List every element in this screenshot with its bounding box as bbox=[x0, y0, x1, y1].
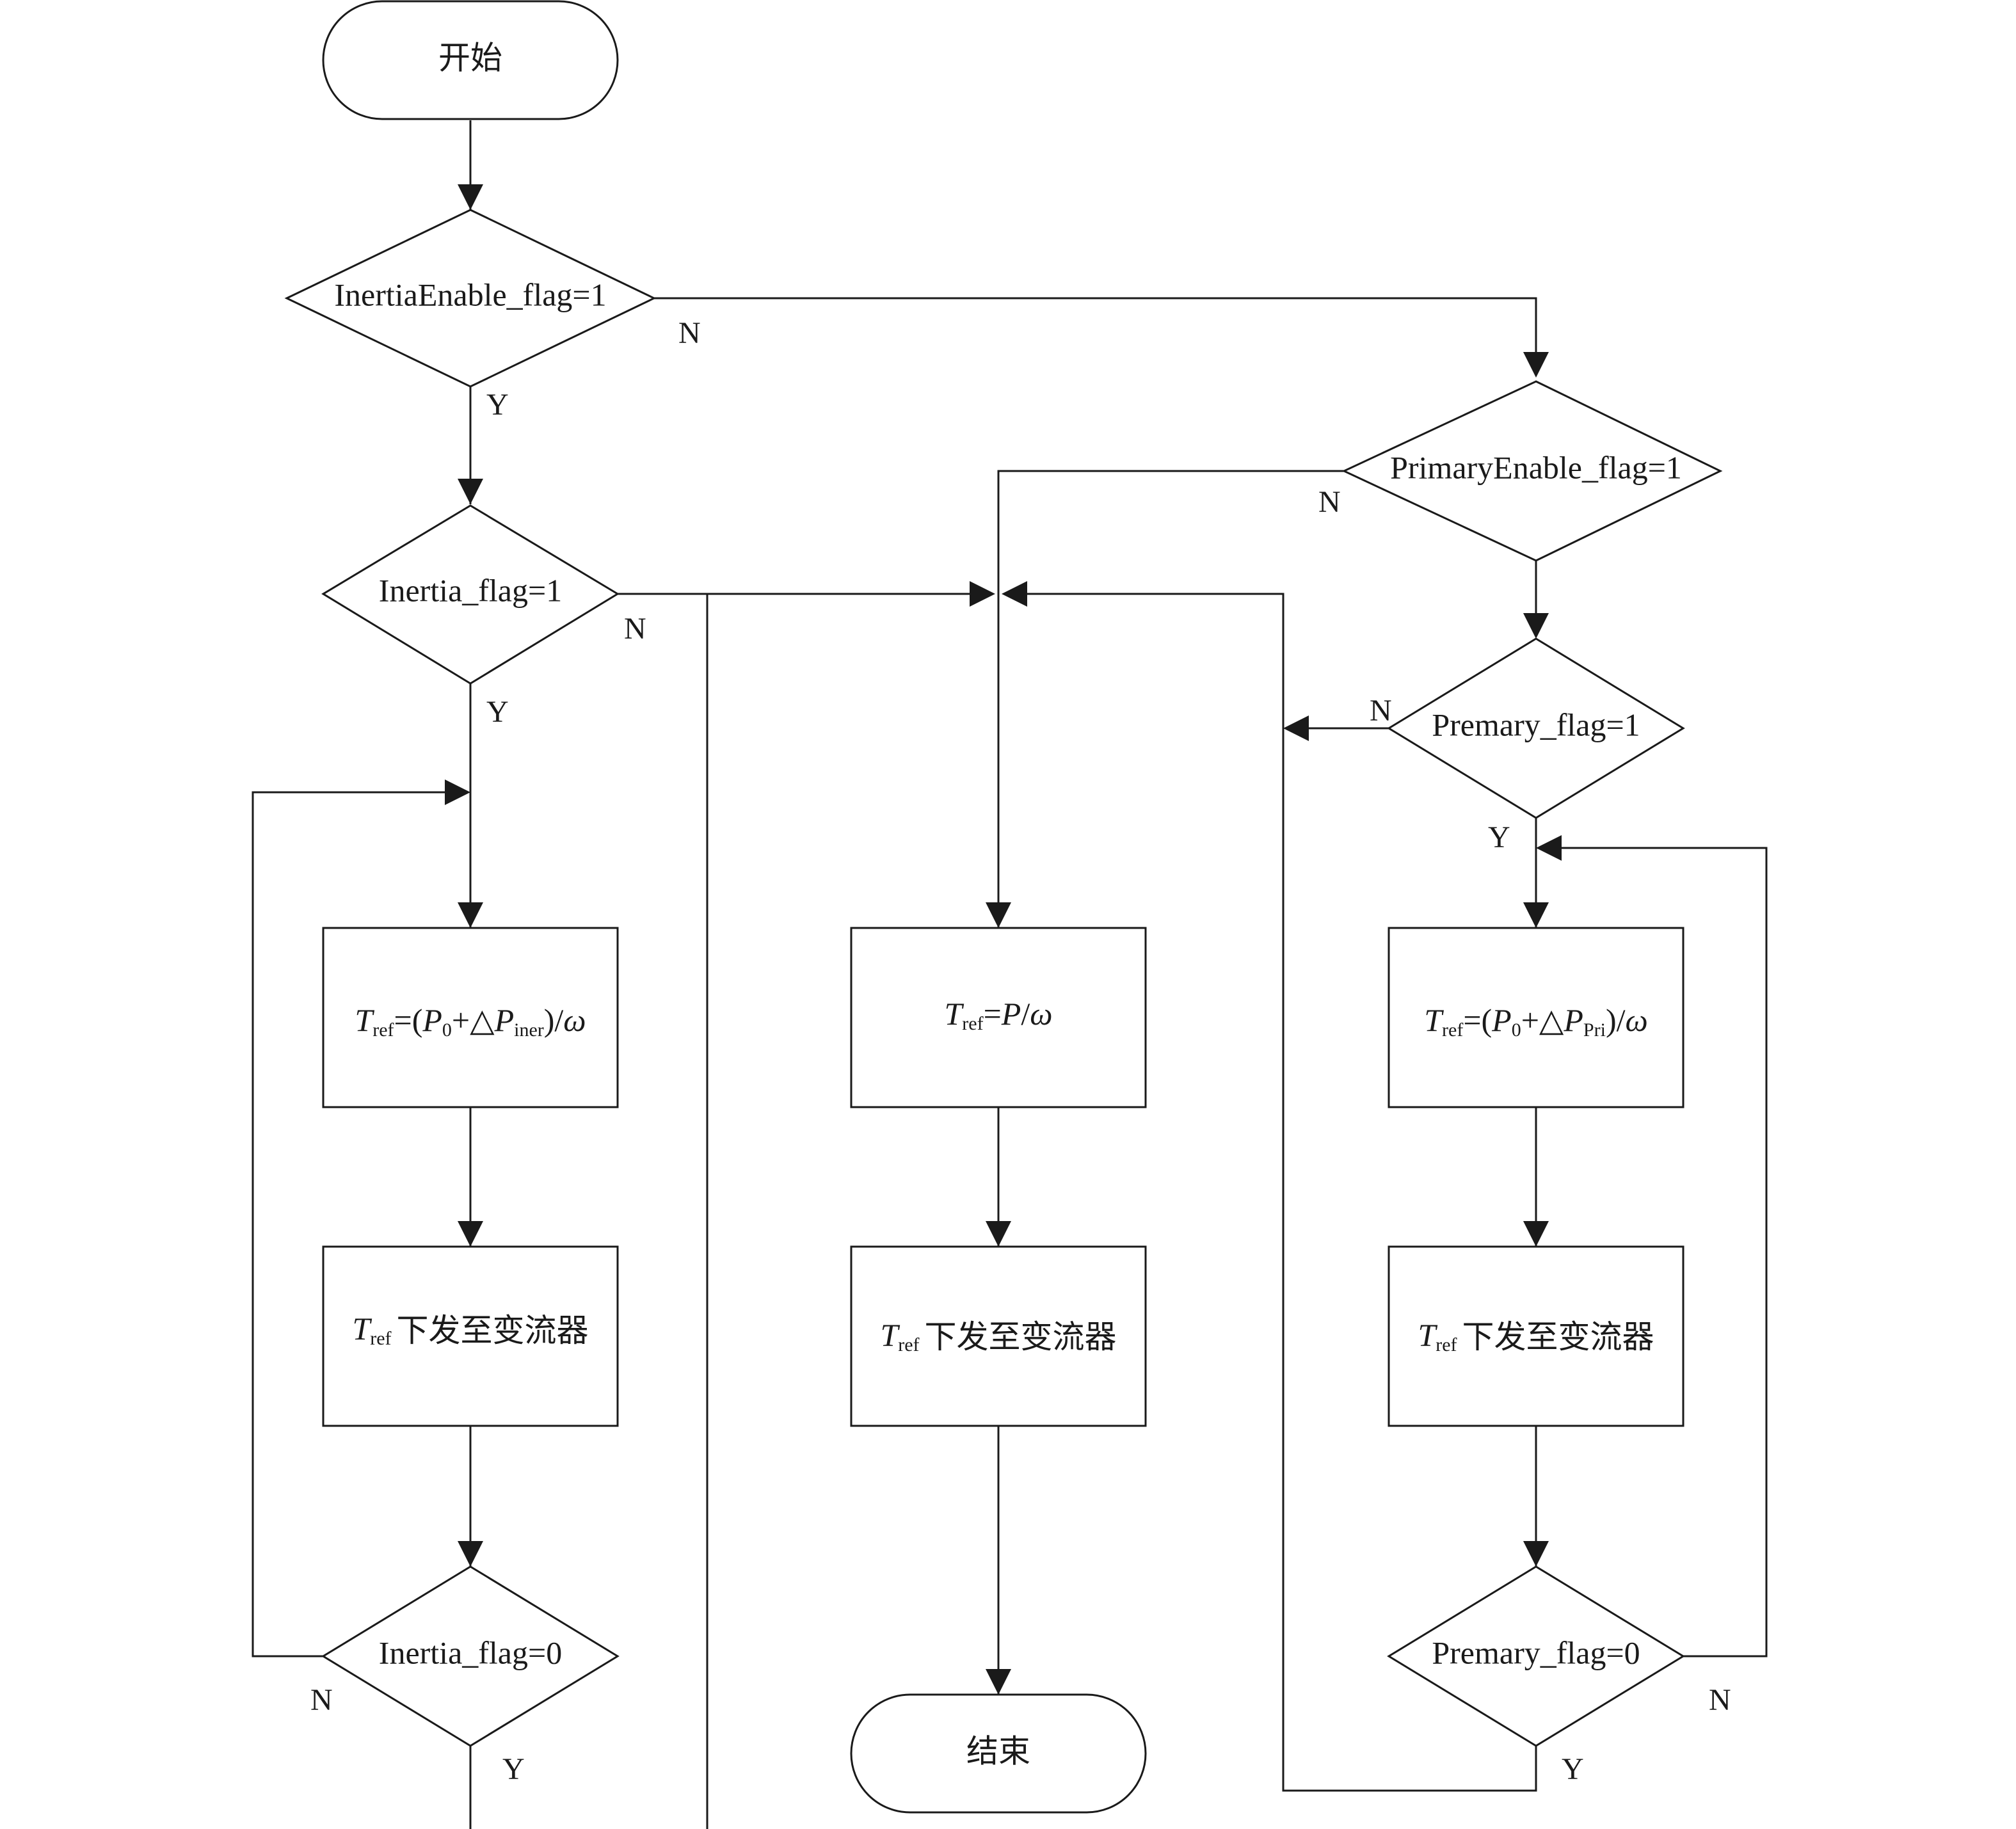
arrow-down-icon bbox=[986, 1221, 1011, 1247]
decision-inertia-enable: InertiaEnable_flag=1 bbox=[284, 209, 657, 388]
arrow-down-icon bbox=[1523, 902, 1549, 928]
arrow-down-icon bbox=[1523, 1541, 1549, 1567]
decision-inertia-flag-1: Inertia_flag=1 bbox=[321, 504, 620, 685]
arrow-left-icon bbox=[1002, 581, 1027, 607]
arrow-down-icon bbox=[1523, 352, 1549, 378]
process-tref-primary: Tref=(P0+△PPri)/ω bbox=[1388, 927, 1684, 1108]
arrowheads bbox=[445, 184, 1562, 1695]
label-yes: Y bbox=[486, 388, 509, 422]
label-no: N bbox=[1709, 1683, 1731, 1717]
arrow-down-icon bbox=[458, 902, 483, 928]
tref-inertia-formula: Tref=(P0+△Piner)/ω bbox=[355, 1002, 586, 1040]
label-yes: Y bbox=[502, 1752, 525, 1786]
end-label: 结束 bbox=[966, 1733, 1030, 1770]
label-no: N bbox=[310, 1683, 333, 1717]
decision-premary-flag-1: Premary_flag=1 bbox=[1387, 637, 1685, 819]
arrow-right-icon bbox=[970, 581, 995, 607]
arrow-down-icon bbox=[986, 902, 1011, 928]
arrow-down-icon bbox=[458, 184, 483, 210]
label-no: N bbox=[678, 316, 701, 350]
premary-flag0-label: Premary_flag=0 bbox=[1432, 1634, 1640, 1670]
start-label: 开始 bbox=[438, 40, 502, 77]
inertia-enable-label: InertiaEnable_flag=1 bbox=[334, 276, 606, 312]
primary-enable-label: PrimaryEnable_flag=1 bbox=[1390, 449, 1682, 485]
process-tref-inertia: Tref=(P0+△Piner)/ω bbox=[322, 927, 619, 1108]
arrow-down-icon bbox=[458, 1221, 483, 1247]
tref-base-formula: Tref=P/ω bbox=[944, 996, 1052, 1034]
decision-primary-enable: PrimaryEnable_flag=1 bbox=[1341, 380, 1723, 562]
arrow-down-icon bbox=[986, 1669, 1011, 1695]
label-no: N bbox=[624, 612, 646, 646]
label-yes: Y bbox=[1488, 820, 1510, 854]
label-yes: Y bbox=[486, 695, 509, 729]
arrow-down-icon bbox=[458, 1541, 483, 1567]
process-tref-base: Tref=P/ω bbox=[850, 927, 1147, 1108]
branch-labels: N Y N N Y N Y N Y N Y bbox=[310, 316, 1731, 1786]
inertia-flag1-label: Inertia_flag=1 bbox=[379, 572, 562, 608]
label-no: N bbox=[1318, 485, 1341, 519]
label-yes: Y bbox=[1562, 1752, 1584, 1786]
start-terminal: 开始 bbox=[322, 0, 619, 120]
tref-primary-formula: Tref=(P0+△PPri)/ω bbox=[1424, 1002, 1648, 1040]
arrow-down-icon bbox=[1523, 613, 1549, 639]
arrow-right-icon bbox=[445, 779, 470, 805]
arrow-left-icon bbox=[1536, 835, 1562, 861]
decision-premary-flag-0: Premary_flag=0 bbox=[1387, 1565, 1685, 1747]
decision-inertia-flag-0: Inertia_flag=0 bbox=[321, 1565, 620, 1747]
arrow-left-icon bbox=[1283, 715, 1309, 741]
label-no: N bbox=[1370, 694, 1392, 728]
end-terminal: 结束 bbox=[850, 1693, 1147, 1814]
arrow-down-icon bbox=[458, 479, 483, 504]
inertia-flag0-label: Inertia_flag=0 bbox=[379, 1634, 562, 1670]
arrow-down-icon bbox=[1523, 1221, 1549, 1247]
premary-flag1-label: Premary_flag=1 bbox=[1432, 707, 1640, 742]
